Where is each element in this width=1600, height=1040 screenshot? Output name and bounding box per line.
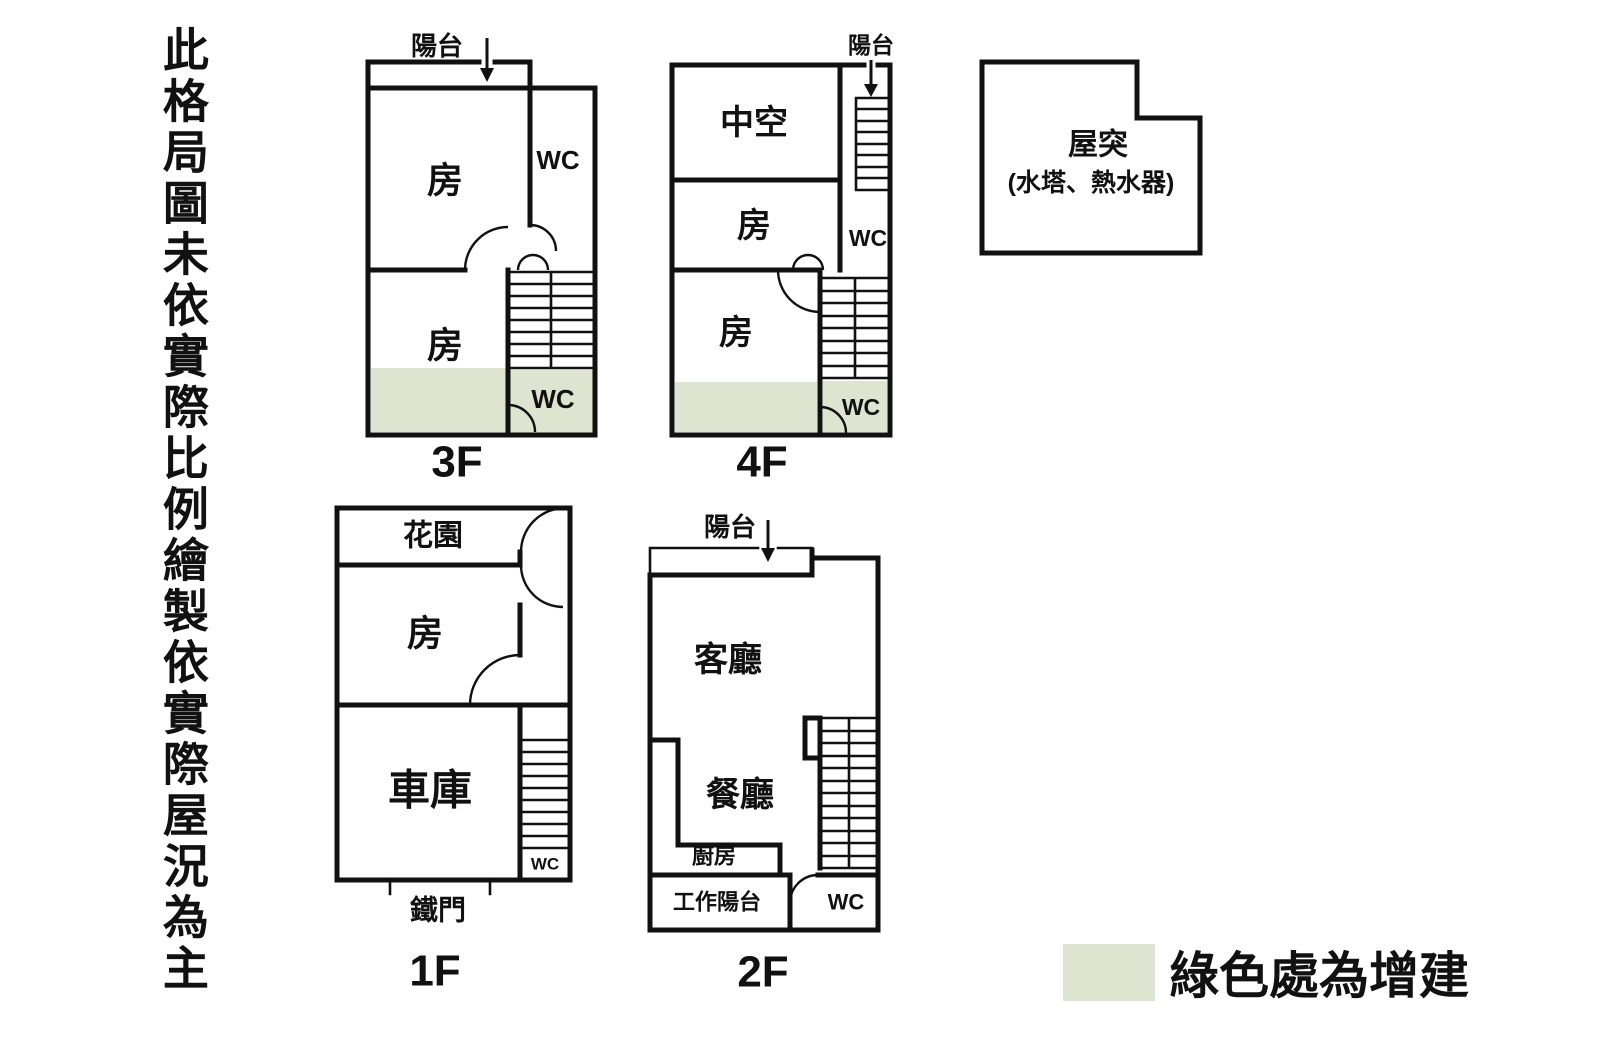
wall-lines	[365, 59, 598, 438]
dining-label-2f: 餐廳	[706, 776, 774, 814]
door-arc	[463, 225, 509, 271]
door-arcs-3f	[463, 223, 558, 433]
extension-area	[823, 381, 887, 432]
floor-label-2f: 2F	[737, 948, 788, 997]
gate-ticks-1f	[388, 878, 492, 896]
stairs-1f	[518, 738, 572, 850]
ladder-rungs	[854, 96, 892, 192]
roof-subtitle: (水塔、熱水器)	[1008, 169, 1175, 197]
walls-2f	[647, 547, 881, 933]
balcony-lines	[648, 546, 814, 577]
wall-lines	[334, 505, 573, 883]
kitchen-label-2f: 廚房	[692, 844, 736, 869]
roof-outline	[979, 59, 1203, 256]
door-arc	[468, 653, 521, 706]
stair-treads	[518, 738, 572, 850]
floor-label-1f: 1F	[409, 947, 460, 996]
wc-mid-label-4f: WC	[849, 225, 887, 251]
balcony-label-4f: 陽台	[848, 32, 894, 58]
wc-lower-label-3f: WC	[531, 384, 575, 414]
floor-label-3f: 3F	[431, 438, 482, 487]
ladder-4f	[854, 96, 892, 192]
door-arc	[788, 873, 819, 904]
work-balcony-label-2f: 工作陽台	[673, 890, 761, 915]
room-upper-label-3f: 房	[427, 160, 463, 201]
door-arc	[516, 253, 550, 271]
balcony-arrow-icon-3f	[480, 38, 494, 82]
wc-lower-label-4f: WC	[842, 394, 880, 420]
door-arc	[791, 253, 825, 271]
living-label-2f: 客廳	[694, 640, 762, 679]
wc-upper-label-3f: WC	[536, 145, 580, 175]
arrow-head	[761, 548, 775, 562]
arrow-head	[480, 68, 494, 82]
door-arc	[529, 223, 558, 252]
room-lower-label-3f: 房	[427, 325, 463, 366]
room-lower-label-4f: 房	[719, 314, 753, 352]
balcony-label-2f: 陽台	[704, 512, 756, 542]
garden-label-1f: 花園	[403, 520, 463, 553]
floor-label-4f: 4F	[736, 438, 787, 487]
stairs-3f	[506, 270, 597, 370]
roof-structure: 屋突 (水塔、熱水器)	[979, 59, 1203, 256]
stair-treads	[818, 276, 892, 380]
stairs-2f	[818, 716, 880, 870]
extension-area	[675, 382, 817, 432]
balcony-edge-2f	[648, 546, 814, 577]
floor-plan-3f: 陽台 房 WC 房 WC 3F	[365, 31, 598, 487]
balcony-arrow-icon-2f	[761, 520, 775, 562]
legend-label: 綠色處為增建	[1169, 948, 1469, 1004]
walls-1f	[334, 505, 573, 883]
arrow-head	[864, 84, 878, 97]
extension-area	[510, 370, 593, 433]
room-mid-label-4f: 房	[737, 207, 771, 245]
balcony-arrow-icon-4f	[864, 60, 878, 97]
gate-tick-lines	[388, 878, 492, 896]
extension-areas-3f	[371, 368, 593, 433]
door-arcs-4f	[776, 253, 848, 434]
door-arc	[519, 564, 564, 609]
door-arc	[507, 403, 537, 433]
door-arc	[776, 269, 821, 314]
door-arc	[519, 506, 566, 553]
extension-area	[371, 368, 506, 432]
balcony-label-3f: 陽台	[411, 31, 463, 61]
wc-label-1f: WC	[531, 855, 559, 874]
door-arc	[819, 405, 848, 434]
garage-label-1f: 車庫	[388, 767, 472, 814]
door-arcs-1f	[468, 506, 566, 706]
floor-plan-1f: 花園 房 車庫 WC 鐵門 1F	[334, 505, 573, 996]
stairs-4f	[818, 276, 892, 380]
walls-3f	[365, 59, 598, 438]
legend: 綠色處為增建	[1063, 936, 1469, 1008]
wc-label-2f: WC	[828, 890, 865, 915]
floor-plan-2f: 陽台 客廳 餐廳 廚房 工作陽台 WC 2F	[647, 512, 881, 997]
stair-treads	[506, 270, 597, 370]
gate-label-1f: 鐵門	[410, 894, 466, 926]
stair-treads	[818, 716, 880, 870]
floor-plan-4f: 陽台 中空 房 WC 房 WC 4F	[669, 32, 894, 487]
disclaimer-text: 此格局圖未依實際比例繪製依實際屋況為主	[156, 26, 209, 995]
legend-extension-swatch	[1063, 943, 1155, 1001]
void-room-label-4f: 中空	[720, 104, 788, 142]
extension-areas-4f	[675, 381, 887, 432]
wall-lines	[647, 547, 881, 933]
roof-title: 屋突	[1068, 128, 1128, 162]
door-arcs-2f	[788, 873, 819, 904]
room-label-1f: 房	[407, 613, 443, 654]
